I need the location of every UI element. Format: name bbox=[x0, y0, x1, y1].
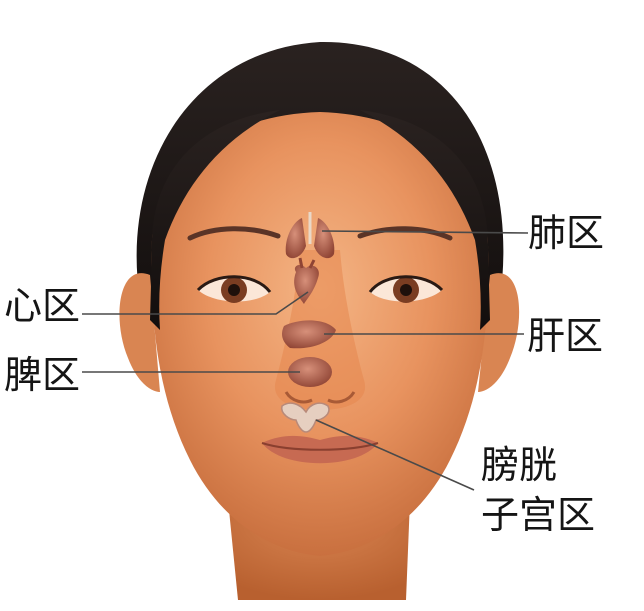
liver-organ bbox=[282, 320, 336, 349]
hair bbox=[136, 41, 504, 330]
bladder-uterus-zone-label: 膀胱 子宫区 bbox=[481, 440, 595, 540]
right-eyebrow bbox=[357, 226, 453, 241]
right-eye bbox=[368, 275, 444, 303]
heart-leader bbox=[82, 291, 309, 315]
spleen-organ bbox=[288, 357, 332, 387]
heart-organ bbox=[294, 257, 319, 304]
lung-zone-label: 肺区 bbox=[528, 211, 605, 255]
liver-zone-label: 肝区 bbox=[527, 314, 604, 358]
hair-fringe-left bbox=[150, 110, 280, 330]
left-ear bbox=[119, 273, 160, 392]
left-eye bbox=[196, 275, 272, 303]
bladder-label-line2: 子宫区 bbox=[481, 493, 596, 537]
bladder-leader bbox=[315, 419, 475, 491]
left-eyebrow bbox=[187, 226, 281, 241]
lung-organ bbox=[285, 212, 335, 259]
lung-leader bbox=[321, 230, 529, 234]
bladder-label-line1: 膀胱 bbox=[481, 443, 558, 487]
leader-lines bbox=[82, 230, 529, 491]
heart-zone-label: 心区 bbox=[4, 284, 81, 328]
spleen-zone-label: 脾区 bbox=[4, 353, 81, 397]
hair-fringe-right bbox=[360, 110, 490, 330]
